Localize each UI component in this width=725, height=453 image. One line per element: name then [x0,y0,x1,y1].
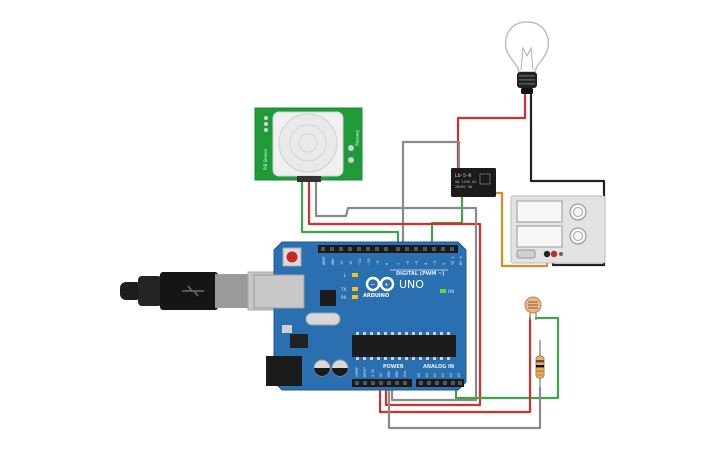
relay-label-3: 28VDC 5A [455,185,473,189]
supply-terminal-positive[interactable] [550,250,558,258]
pin-label: GND [395,371,399,377]
pin-label: IOREF [355,367,359,377]
usb-socket [253,274,305,309]
wire-ldr-red[interactable] [378,316,532,414]
arduino-uno[interactable]: AREF GND 13 12 ~11 ~10 ~9 8 7 ~6 ~5 4 ~3… [253,241,467,391]
svg-text:−: − [370,282,375,289]
wire-resistor-gray[interactable] [387,383,542,430]
pin-label: RESET [363,367,367,377]
pin-label: 2 [442,263,446,265]
pin-label: Vin [403,371,407,377]
light-bulb[interactable] [504,21,550,94]
led-label-on: ON [448,289,454,294]
resistor[interactable] [535,340,545,388]
pin-label: TX 1 [451,256,455,265]
pin-label: A4 [449,373,453,377]
pir-sensor[interactable]: PIR Sensor Sensing [254,107,363,182]
pir-header [297,176,321,182]
pin-label: GND [331,259,335,266]
pin-label: ~3 [433,261,437,265]
relay[interactable]: LU-5-R 5A 125V AC 28VDC 5A [451,168,496,197]
wire-pir-green[interactable] [300,180,400,249]
wire-ldr-green[interactable] [454,316,560,400]
pin-label: A2 [433,373,437,377]
power-supply[interactable] [510,195,606,264]
svg-text:+: + [384,282,389,289]
pir-side-label-left: PIR Sensor [263,148,268,170]
pin-label: 13 [340,261,344,265]
supply-display-2 [516,225,563,248]
wire-pir-gray[interactable] [314,180,478,402]
pin-label: ~10 [367,259,371,266]
led-label-rx: RX [341,295,347,300]
wire-pir-red[interactable] [307,180,482,407]
pin-label: 4 [424,263,428,265]
pir-dome [278,113,338,173]
digital-label: DIGITAL (PWM ~) [396,271,444,277]
power-pin-labels: IOREF RESET 3.3V 5V GND GND Vin A0 A1 A2… [355,367,461,377]
pin-label: RX 0 [459,256,463,265]
wire-relay-gray[interactable] [401,140,461,249]
pin-label: A3 [441,373,445,377]
wires [300,93,606,430]
atmega-chip [352,335,456,357]
barrel-jack [266,356,302,386]
photoresistor[interactable] [524,296,542,320]
wire-relay-green[interactable] [430,194,464,249]
wire-bulb-to-relay-red[interactable] [456,93,527,170]
usb-chip [320,290,336,306]
pin-label: AREF [322,256,326,265]
usb-icon [182,285,204,297]
pin-label: 8 [385,263,389,265]
pin-label: GND [387,371,391,377]
supply-switch[interactable] [516,249,536,259]
pin-label: ~11 [358,259,362,266]
analog-label: ANALOG IN [423,364,454,370]
power-label: POWER [383,364,404,370]
pin-label: ~6 [406,261,410,265]
supply-terminal-negative[interactable] [543,250,551,258]
arduino-logo [365,276,395,292]
pin-label: A1 [425,373,429,377]
bulb-glass [504,21,550,73]
relay-label-1: LU-5-R [455,173,472,179]
pin-label: ~9 [376,261,380,265]
pin-label: 3.3V [371,369,375,377]
arduino-model: UNO [399,278,424,291]
pin-label: A5 [457,373,461,377]
pin-label: A0 [417,373,421,377]
led-label-tx: TX [340,287,346,292]
pin-label: ~5 [415,261,419,265]
pin-label: 5V [379,373,383,377]
arduino-brand: ARDUINO [363,293,389,299]
crystal [305,312,341,326]
relay-label-2: 5A 125V AC [455,180,477,184]
supply-knob-2[interactable] [569,227,587,245]
pin-label: 7 [397,263,401,265]
led-label-l: L [344,273,347,278]
analog-header [416,379,464,387]
supply-knob-1[interactable] [569,203,587,221]
supply-display-1 [516,200,563,223]
digital-pin-labels: AREF GND 13 12 ~11 ~10 ~9 8 7 ~6 ~5 4 ~3… [322,256,463,265]
bulb-filament [520,46,534,71]
relay-body [451,168,496,197]
pir-side-label-right: Sensing [355,130,360,146]
pin-label: 12 [349,261,353,265]
